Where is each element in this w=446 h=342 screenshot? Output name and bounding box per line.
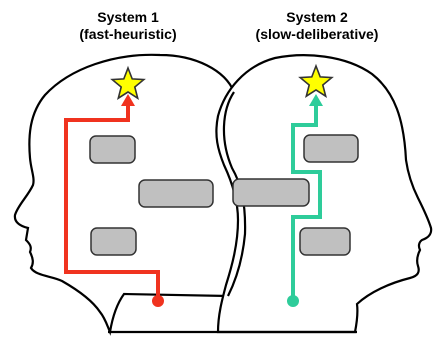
system1-path <box>64 104 160 300</box>
obstacle <box>90 227 137 256</box>
obstacle <box>89 135 136 164</box>
system2-path <box>291 104 322 300</box>
system1-arrowhead <box>121 94 135 106</box>
system2-goal-star <box>298 63 334 98</box>
system1-subtitle: (fast-heuristic) <box>79 26 177 42</box>
system1-start-dot <box>152 295 164 307</box>
system1-label: System 1 (fast-heuristic) <box>43 9 213 43</box>
system2-start-dot <box>287 295 299 307</box>
obstacle <box>299 227 351 256</box>
system1-goal-star <box>110 65 146 100</box>
obstacle <box>303 134 359 163</box>
obstacle <box>232 178 310 207</box>
obstacle <box>138 179 214 208</box>
system2-arrowhead <box>309 94 323 106</box>
system2-subtitle: (slow-deliberative) <box>255 26 379 42</box>
system1-title: System 1 <box>97 9 159 25</box>
system2-label: System 2 (slow-deliberative) <box>232 9 402 43</box>
system2-title: System 2 <box>286 9 348 25</box>
